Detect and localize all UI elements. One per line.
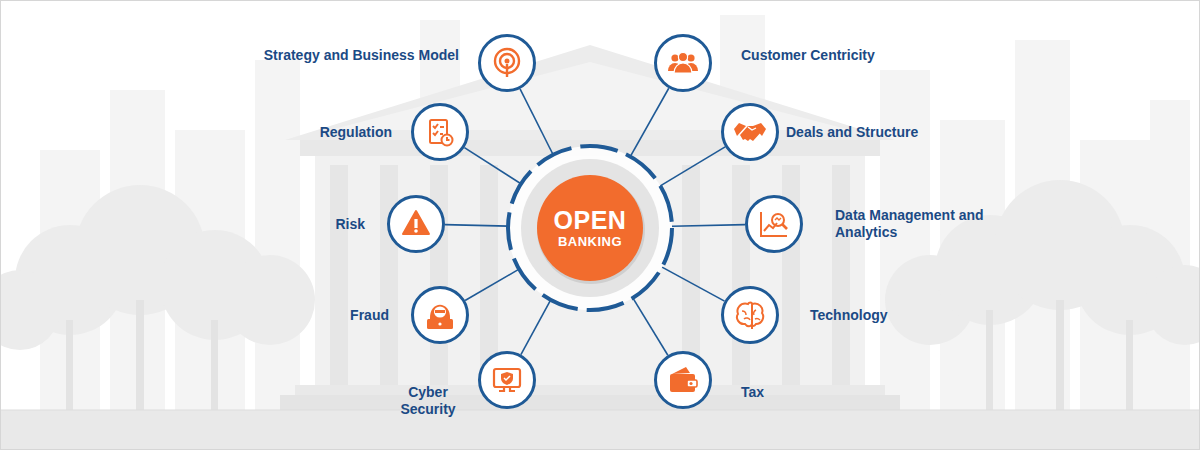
topic-circle: Regulation bbox=[411, 103, 469, 161]
circle-shape bbox=[745, 195, 803, 253]
topic-circle: Strategy and Business Model bbox=[478, 34, 536, 92]
topic-label: Risk bbox=[335, 216, 365, 233]
circle-shape bbox=[721, 103, 779, 161]
hub-circle: OPEN BANKING bbox=[505, 143, 675, 313]
spoke-connector-group bbox=[465, 269, 519, 300]
bank-building bbox=[480, 165, 498, 385]
topic-label: Deals and Structure bbox=[786, 124, 918, 141]
spoke-connector bbox=[445, 225, 508, 226]
topic-label: Strategy and Business Model bbox=[264, 47, 459, 64]
topic-label: Customer Centricity bbox=[741, 47, 875, 64]
topic-circle: Technology bbox=[721, 286, 779, 344]
bank-building bbox=[295, 385, 885, 395]
bank-building bbox=[832, 165, 850, 385]
spoke-connector-group bbox=[630, 88, 668, 156]
spoke-connector-group bbox=[662, 267, 724, 301]
trees bbox=[66, 320, 73, 415]
topic-ring bbox=[656, 36, 711, 91]
topic-label: Tax bbox=[741, 384, 764, 401]
ground bbox=[0, 410, 1200, 450]
circle-shape bbox=[411, 286, 469, 344]
topic-ring bbox=[480, 353, 535, 408]
spoke-connector bbox=[660, 147, 725, 186]
topic-ring bbox=[413, 105, 468, 160]
circle-shape bbox=[654, 351, 712, 409]
topic-circle: Data Management and Analytics bbox=[745, 195, 803, 253]
bank-building bbox=[330, 165, 850, 385]
circle-shape bbox=[411, 103, 469, 161]
trees bbox=[225, 255, 315, 345]
spoke-connector-group bbox=[520, 89, 553, 155]
circle-shape bbox=[478, 351, 536, 409]
bank-building bbox=[315, 156, 865, 391]
dashed-ring bbox=[508, 146, 672, 310]
circle-shape bbox=[387, 195, 445, 253]
topic-circle: Risk bbox=[387, 195, 445, 253]
topic-ring bbox=[723, 105, 778, 160]
skyline bbox=[255, 60, 300, 420]
spoke-connector-group bbox=[464, 148, 521, 184]
spoke-connector bbox=[672, 225, 745, 227]
ground bbox=[0, 410, 1200, 411]
trees bbox=[211, 320, 218, 415]
ground bbox=[0, 410, 1200, 450]
spoke-connector bbox=[662, 267, 724, 301]
spoke-connector bbox=[520, 89, 553, 155]
bank-building bbox=[430, 165, 448, 385]
topic-ring bbox=[413, 288, 468, 343]
trees bbox=[66, 300, 1133, 415]
bank-building bbox=[380, 165, 398, 385]
hub-shadow bbox=[537, 176, 645, 284]
trees bbox=[0, 270, 60, 350]
topic-ring bbox=[747, 197, 802, 252]
trees bbox=[1126, 320, 1133, 415]
topic-circle: Cyber Security bbox=[478, 351, 536, 409]
topic-ring bbox=[723, 288, 778, 343]
spoke-connector bbox=[465, 269, 519, 300]
bank-building bbox=[280, 395, 900, 410]
spoke-connector bbox=[630, 88, 668, 156]
bank-building bbox=[330, 165, 348, 385]
spoke-connector-group bbox=[660, 147, 725, 186]
trees bbox=[136, 300, 144, 415]
trees bbox=[986, 310, 993, 415]
trees bbox=[1056, 300, 1064, 415]
circle-shape bbox=[654, 34, 712, 92]
spoke-connector bbox=[633, 298, 668, 355]
topic-label: Fraud bbox=[350, 307, 389, 324]
trees bbox=[1145, 265, 1200, 345]
bank-building bbox=[732, 165, 750, 385]
topic-circle: Customer Centricity bbox=[654, 34, 712, 92]
circle-shape bbox=[721, 286, 779, 344]
spoke-connector-group bbox=[633, 298, 668, 355]
circle-shape bbox=[478, 34, 536, 92]
bank-building bbox=[280, 45, 900, 410]
topic-circle: Tax bbox=[654, 351, 712, 409]
hub-fill bbox=[537, 175, 643, 281]
spoke-connector-group bbox=[521, 300, 551, 355]
skyline bbox=[40, 15, 1190, 420]
topic-label: Technology bbox=[810, 307, 888, 324]
spoke-connector-group bbox=[445, 225, 508, 226]
topic-circle: Fraud bbox=[411, 286, 469, 344]
topic-label: Data Management and Analytics bbox=[835, 207, 985, 241]
topic-label: Regulation bbox=[320, 124, 392, 141]
hub-title: OPEN BANKING bbox=[544, 207, 636, 249]
topic-ring bbox=[389, 197, 444, 252]
topic-ring bbox=[656, 353, 711, 408]
topic-label: Cyber Security bbox=[395, 384, 461, 418]
spoke-connector bbox=[521, 300, 551, 355]
spoke-connector bbox=[464, 148, 521, 184]
topic-ring bbox=[480, 36, 535, 91]
skyline bbox=[880, 70, 930, 420]
topic-circle: Deals and Structure bbox=[721, 103, 779, 161]
spoke-connector-group bbox=[672, 225, 745, 227]
grey-ring bbox=[521, 159, 659, 297]
